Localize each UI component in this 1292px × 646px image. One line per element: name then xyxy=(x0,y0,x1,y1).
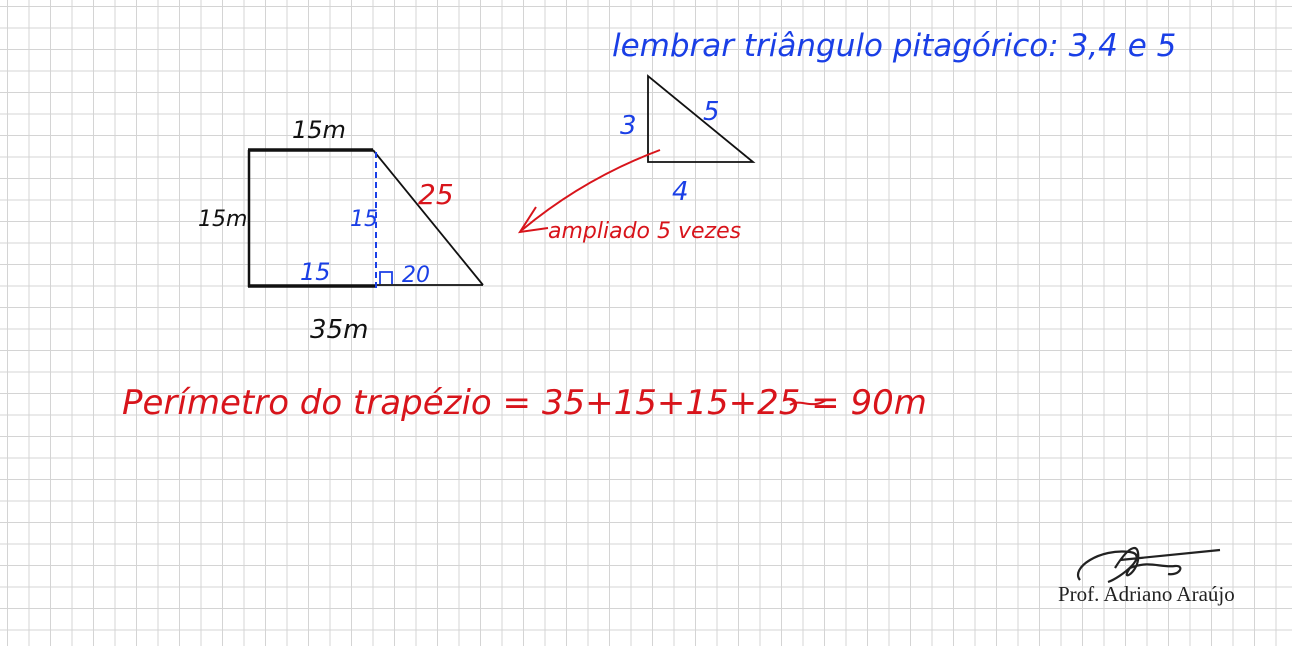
small-triangle-leg-vertical: 3 xyxy=(620,111,637,141)
triangle-base-label: 20 xyxy=(402,263,430,288)
small-triangle-leg-horizontal: 4 xyxy=(672,177,689,207)
top-side-label: 15m xyxy=(292,116,346,144)
signature-drawing xyxy=(1077,547,1221,584)
height-label: 15 xyxy=(350,207,378,232)
enlarge-arrow xyxy=(521,149,661,231)
reminder-note: lembrar triângulo pitagórico: 3,4 e 5 xyxy=(612,28,1176,64)
enlarged-note: ampliado 5 vezes xyxy=(548,219,741,244)
small-triangle-hypotenuse: 5 xyxy=(703,97,720,127)
hypotenuse-label: 25 xyxy=(418,178,454,211)
perimeter-underline xyxy=(789,399,827,406)
trapezoid-figure xyxy=(247,148,484,288)
perimeter-formula: Perímetro do trapézio = 35+15+15+25 = 90… xyxy=(122,383,927,423)
square-bottom-label: 15 xyxy=(300,258,331,286)
right-angle-mark xyxy=(379,271,393,284)
small-triangle xyxy=(647,74,756,163)
left-side-label: 15m xyxy=(198,207,247,232)
author-credit: Prof. Adriano Araújo xyxy=(1058,582,1235,606)
bottom-side-label: 35m xyxy=(310,315,368,345)
enlarge-arrowhead xyxy=(517,206,549,234)
trapezoid-slanted-side xyxy=(372,149,484,286)
